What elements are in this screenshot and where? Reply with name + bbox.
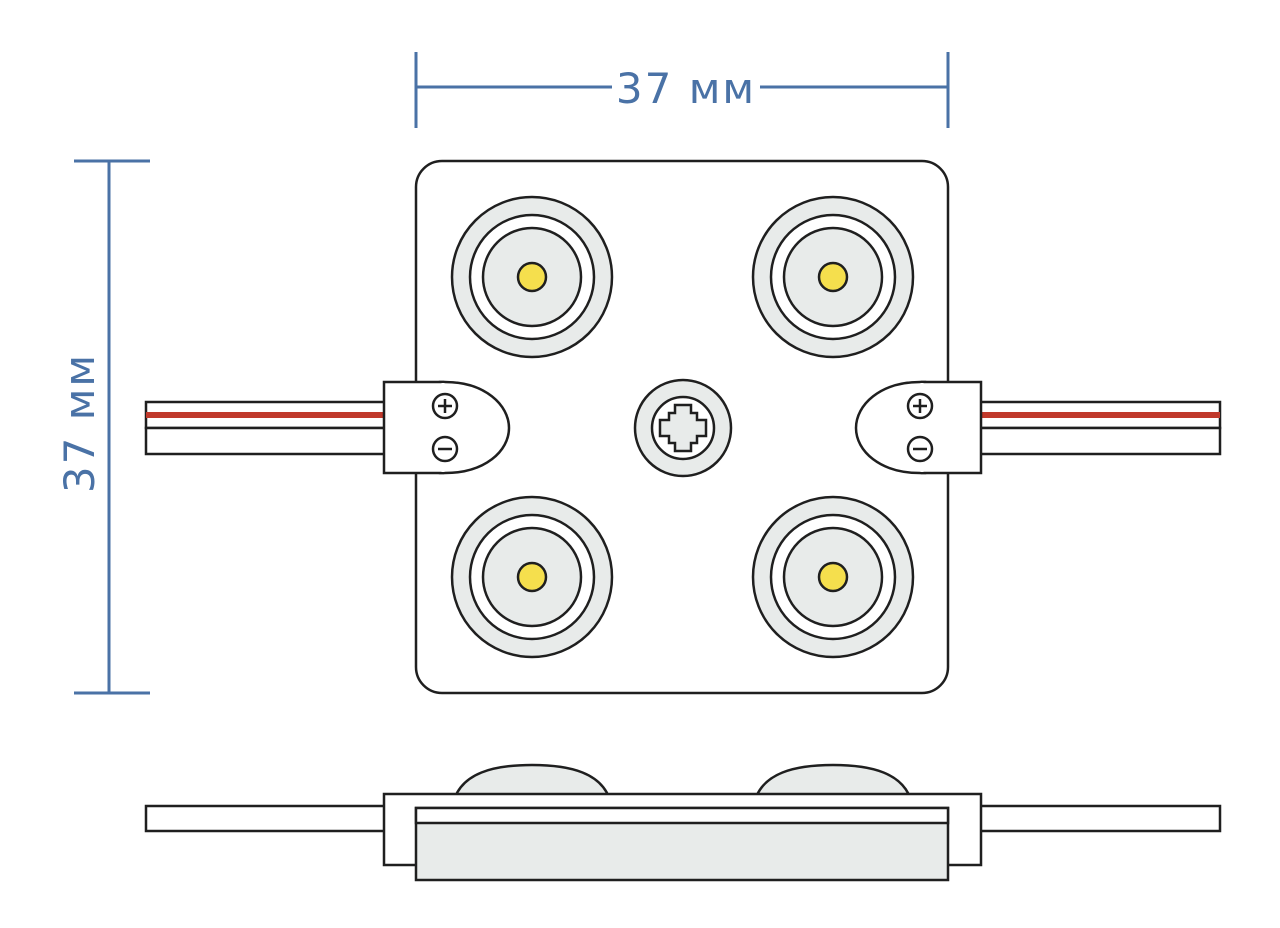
led-top-right (751, 195, 915, 359)
led-chip-icon (817, 261, 849, 293)
led-bottom-right (751, 495, 915, 659)
right-wire-white (976, 426, 1222, 456)
right-minus-terminal (906, 435, 934, 463)
left-plus-terminal (431, 392, 459, 420)
screw-cross-icon (658, 403, 708, 453)
right-plus-terminal (906, 392, 934, 420)
center-screw (633, 378, 733, 478)
left-connector-block (382, 380, 445, 475)
right-wires (976, 400, 1222, 456)
width-dimension-label: 37 мм (616, 64, 756, 113)
side-module-top-plate (414, 806, 950, 825)
led-chip-icon (516, 561, 548, 593)
top-view (144, 159, 1222, 695)
height-dimension (74, 159, 150, 695)
led-chip-icon (817, 561, 849, 593)
left-minus-terminal (431, 435, 459, 463)
led-top-left (450, 195, 614, 359)
width-dimension (414, 52, 950, 128)
left-wires (144, 400, 388, 456)
right-connector (854, 380, 983, 475)
side-view (144, 763, 1222, 882)
side-wire-right (976, 804, 1222, 833)
right-connector-block (920, 380, 983, 475)
left-wire-white (144, 426, 388, 456)
left-connector (382, 380, 511, 475)
led-bottom-left (450, 495, 614, 659)
led-chip-icon (516, 261, 548, 293)
side-wire-left (144, 804, 388, 833)
height-dimension-label: 37 мм (55, 353, 104, 493)
